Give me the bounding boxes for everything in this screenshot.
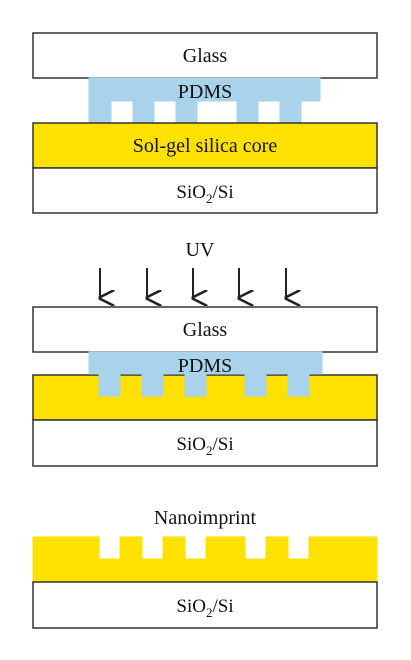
imprinted-silica-layer: [32, 536, 378, 583]
step-1-stack: Glass PDMS Sol-gel silica core SiO2/Si: [32, 32, 378, 214]
substrate-label: SiO2/Si: [176, 596, 233, 620]
substrate-layer: [32, 581, 378, 629]
pdms-label: PDMS: [178, 355, 232, 377]
substrate-label: SiO2/Si: [176, 182, 233, 206]
substrate-layer: [32, 419, 378, 467]
nanoimprint-label: Nanoimprint: [154, 507, 257, 529]
substrate-layer: [32, 167, 378, 214]
step-3-nanoimprint-result: Nanoimprint SiO2/Si: [32, 507, 378, 629]
pdms-label: PDMS: [178, 81, 232, 103]
uv-arrows: [100, 268, 286, 298]
silica-core-layer: [32, 122, 378, 169]
glass-label: Glass: [183, 45, 228, 67]
pdms-mold: [88, 77, 321, 124]
silica-core-label: Sol-gel silica core: [133, 135, 278, 157]
uv-label: UV: [186, 239, 215, 261]
step-2-uv-exposure: UV Glass PDMS SiO2/Si: [32, 239, 378, 467]
pdms-mold-pressed: [88, 351, 323, 397]
glass-plate: [32, 32, 378, 79]
substrate-label: SiO2/Si: [176, 434, 233, 458]
glass-label: Glass: [183, 319, 228, 341]
